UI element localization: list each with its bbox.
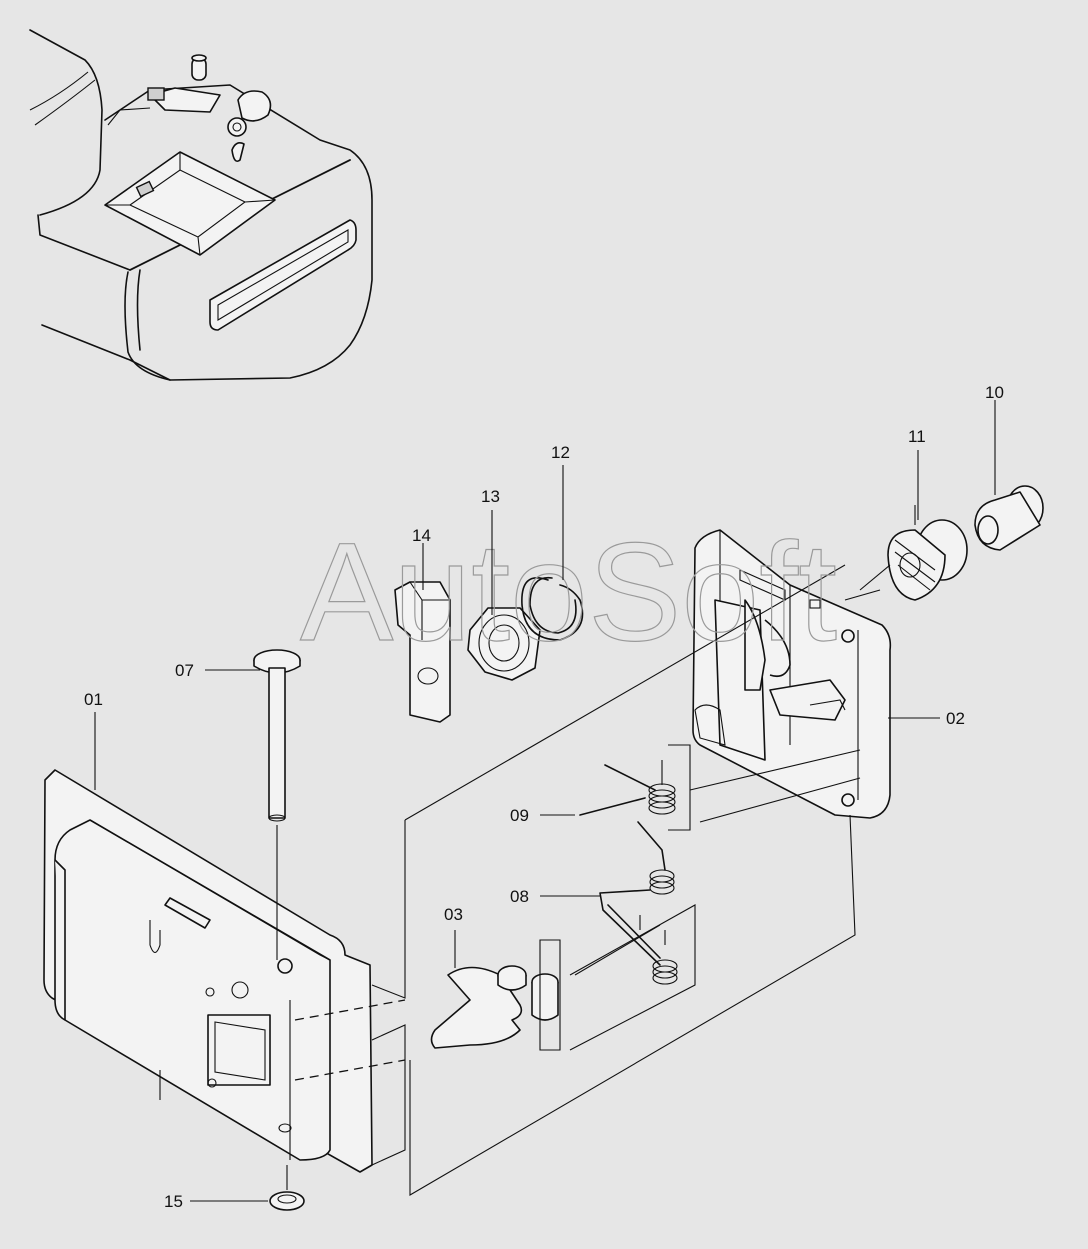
label-part-15: 15 bbox=[164, 1192, 183, 1211]
part-12-spring-clip bbox=[521, 576, 584, 641]
machine-body-illustration bbox=[29, 29, 373, 381]
part-07-pin bbox=[253, 649, 301, 960]
label-part-09: 09 bbox=[510, 806, 529, 825]
label-part-10: 10 bbox=[985, 383, 1004, 402]
label-part-13: 13 bbox=[481, 487, 500, 506]
label-part-12: 12 bbox=[551, 443, 570, 462]
callout-leaders bbox=[94, 450, 940, 1202]
label-part-01: 01 bbox=[84, 690, 103, 709]
label-part-11: 11 bbox=[908, 427, 926, 446]
part-11-threaded-bushing bbox=[887, 505, 968, 601]
part-02-bracket-housing bbox=[692, 529, 892, 819]
part-09-torsion-spring bbox=[579, 760, 676, 816]
part-08-spring bbox=[599, 821, 678, 985]
label-part-02: 02 bbox=[946, 709, 965, 728]
watermark-text: AutoSoft bbox=[300, 513, 837, 670]
part-10-cap bbox=[974, 400, 1044, 551]
label-part-14: 14 bbox=[412, 526, 431, 545]
label-part-03: 03 bbox=[444, 905, 463, 924]
part-15-washer bbox=[269, 1165, 305, 1211]
part-number-labels: 01 02 03 07 08 09 10 11 12 13 14 15 bbox=[84, 383, 1004, 1211]
part-03-latch-lever bbox=[430, 965, 559, 1049]
part-01-cover-box bbox=[43, 769, 406, 1173]
assembly-guide-lines bbox=[371, 564, 891, 1196]
part-14-tab-plate bbox=[394, 581, 451, 723]
label-part-08: 08 bbox=[510, 887, 529, 906]
label-part-07: 07 bbox=[175, 661, 194, 680]
part-13-nut bbox=[467, 607, 541, 681]
